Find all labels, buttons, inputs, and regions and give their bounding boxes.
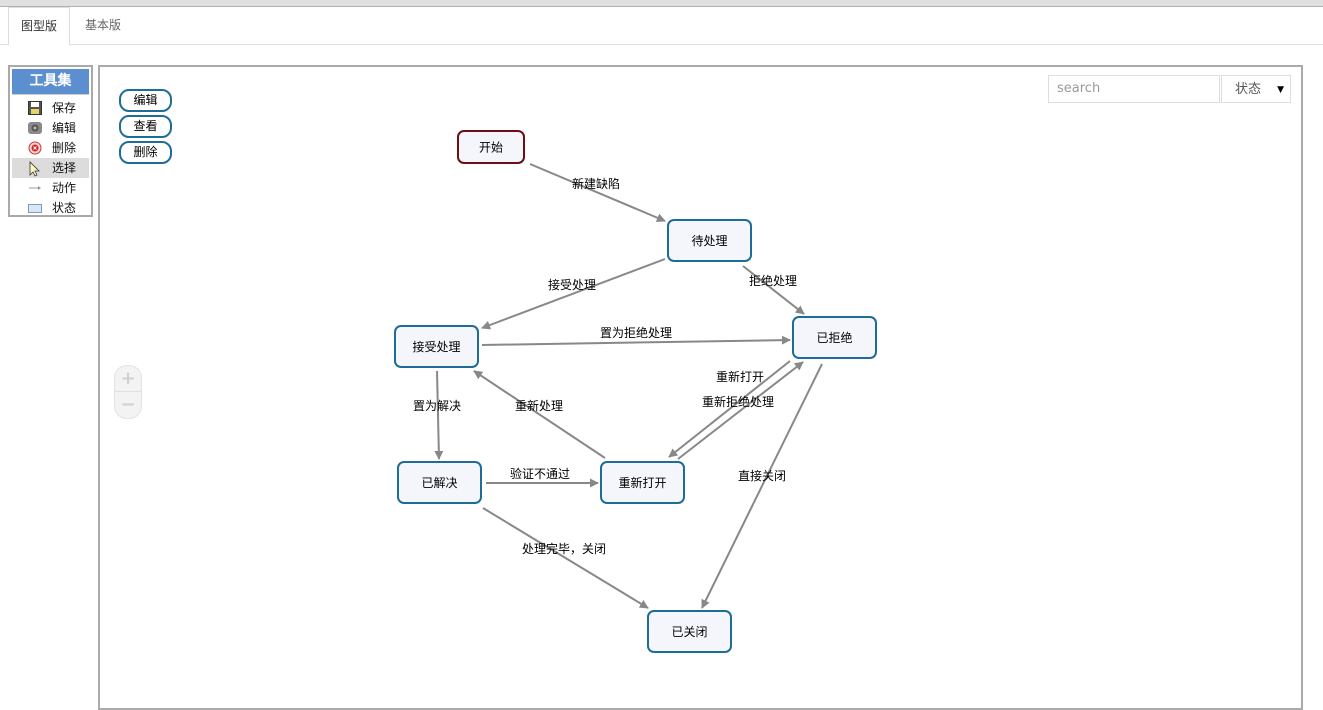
edge-label: 重新处理 — [515, 398, 563, 413]
state-node-box[interactable] — [600, 461, 685, 504]
transition-edge[interactable] — [473, 370, 606, 459]
toolbox-panel: 工具集 保存 编辑 删除 选择 动作 状态 — [8, 65, 93, 217]
state-box-icon — [28, 201, 42, 215]
tool-label: 动作 — [52, 181, 77, 195]
save-icon — [28, 101, 42, 115]
state-node-box[interactable] — [394, 325, 479, 368]
cursor-icon — [28, 161, 42, 177]
delete-button[interactable]: 删除 — [119, 141, 172, 164]
tab-basic-version[interactable]: 基本版 — [84, 18, 121, 32]
search-input[interactable]: search — [1048, 75, 1220, 103]
transition-edge[interactable] — [434, 370, 444, 460]
state-node-label: 待处理 — [691, 234, 727, 248]
state-node-box[interactable] — [647, 610, 732, 653]
edge-label: 置为解决 — [413, 399, 461, 413]
delete-icon — [28, 141, 42, 155]
arrow-icon — [28, 181, 42, 195]
tool-save[interactable]: 保存 — [12, 98, 89, 118]
tool-delete[interactable]: 删除 — [12, 138, 89, 158]
tool-state[interactable]: 状态 — [12, 198, 89, 218]
edge-label: 处理完毕，关闭 — [522, 541, 606, 556]
workflow-canvas[interactable]: 编辑 查看 删除 search 状态 ▼ + − 新建缺陷接受处理 拒绝处理置为拒… — [98, 65, 1303, 710]
workflow-graph: 新建缺陷接受处理拒绝处理置为拒绝处理置为解决重新处理重新打开重新拒绝处理验证不通… — [394, 130, 877, 653]
edit-button[interactable]: 编辑 — [119, 89, 172, 112]
browser-top-bar — [0, 0, 1323, 7]
tab-bar: 图型版 基本版 — [0, 7, 1323, 46]
type-select-value: 状态 — [1235, 82, 1262, 97]
dropdown-arrow-icon: ▼ — [1277, 85, 1284, 95]
state-node-label: 开始 — [479, 141, 503, 155]
state-node-label: 已解决 — [421, 476, 457, 490]
tool-label: 保存 — [52, 101, 77, 115]
zoom-divider — [115, 391, 141, 392]
tool-label: 选择 — [52, 161, 77, 175]
transition-edge[interactable] — [677, 361, 804, 460]
edge-label: 重新拒绝处理 — [702, 394, 774, 409]
state-node-rejected[interactable]: 已拒绝 — [792, 316, 877, 359]
state-node-box[interactable] — [457, 130, 525, 164]
transition-edge[interactable] — [742, 265, 805, 315]
zoom-in-button[interactable]: + — [120, 368, 136, 389]
edit-icon — [28, 121, 42, 135]
state-node-label: 已拒绝 — [816, 330, 852, 345]
tool-action[interactable]: 动作 — [12, 178, 89, 198]
tool-label: 状态 — [52, 201, 77, 215]
state-node-pending[interactable]: 待处理 — [667, 219, 752, 262]
transition-edge[interactable] — [481, 258, 666, 330]
tool-label: 删除 — [52, 141, 77, 155]
state-node-label: 重新打开 — [618, 475, 666, 490]
zoom-control: + − — [114, 365, 142, 419]
tool-edit[interactable]: 编辑 — [12, 118, 89, 138]
tool-select[interactable]: 选择 — [12, 158, 89, 178]
edge-label: 接受处理 — [548, 277, 596, 292]
zoom-out-button[interactable]: − — [120, 394, 136, 415]
state-node-box[interactable] — [397, 461, 482, 504]
edge-label: 新建缺陷 — [572, 176, 620, 191]
edge-label: 置为拒绝处理 — [600, 325, 672, 340]
state-node-resolved[interactable]: 已解决 — [397, 461, 482, 504]
edge-label: 重新打开 — [716, 369, 764, 384]
state-node-accepted[interactable]: 接受处理 — [394, 325, 479, 368]
transition-edge[interactable] — [529, 163, 666, 222]
state-node-start[interactable]: 开始 — [457, 130, 525, 164]
state-node-reopened[interactable]: 重新打开 — [600, 461, 685, 504]
state-node-box[interactable] — [792, 316, 877, 359]
tool-label: 编辑 — [52, 121, 77, 135]
state-node-label: 接受处理 — [412, 339, 460, 354]
toolbox-title: 工具集 — [12, 69, 89, 95]
view-button[interactable]: 查看 — [119, 115, 172, 138]
transition-edge[interactable] — [701, 363, 823, 609]
type-select[interactable]: 状态 ▼ — [1221, 75, 1291, 103]
transition-edge[interactable] — [482, 507, 649, 609]
state-node-closed[interactable]: 已关闭 — [647, 610, 732, 653]
transition-edge[interactable] — [668, 360, 791, 458]
edge-label: 验证不通过 — [510, 466, 570, 481]
edge-label: 拒绝处理 — [749, 273, 797, 288]
tab-graph-version[interactable]: 图型版 — [8, 7, 70, 46]
transition-edge[interactable] — [481, 335, 791, 346]
edge-label: 直接关闭 — [738, 468, 786, 483]
state-node-box[interactable] — [667, 219, 752, 262]
state-node-label: 已关闭 — [671, 625, 707, 639]
